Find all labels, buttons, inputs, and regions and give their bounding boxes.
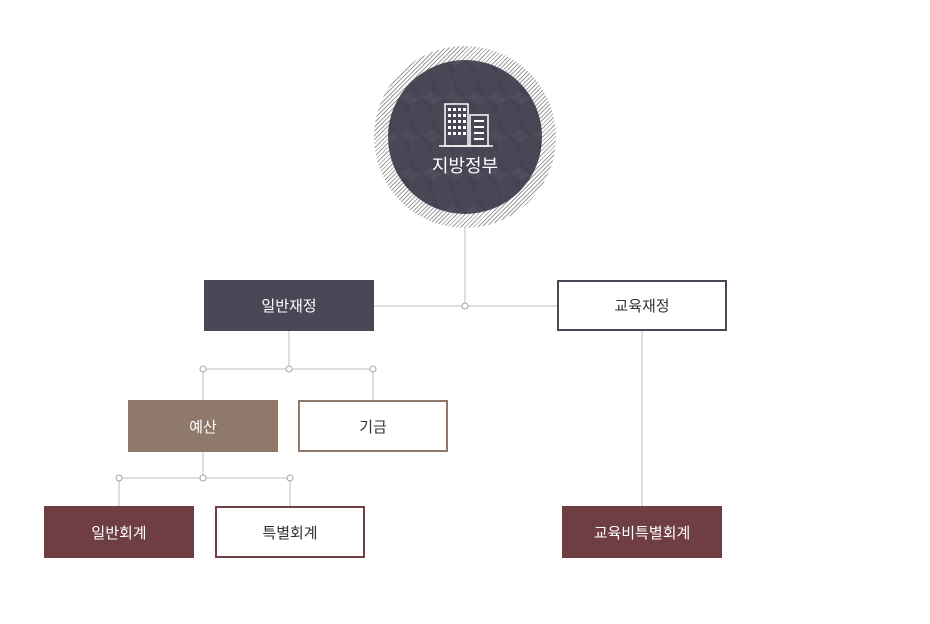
junction-dot	[199, 365, 207, 373]
node-fund[interactable]: 기금	[298, 400, 448, 452]
node-general-finance[interactable]: 일반재정	[204, 280, 374, 331]
node-education-special-account[interactable]: 교육비특별회계	[562, 506, 722, 558]
node-budget[interactable]: 예산	[128, 400, 278, 452]
node-general-account[interactable]: 일반회계	[44, 506, 194, 558]
office-building-icon	[439, 103, 493, 147]
junction-dot	[369, 365, 377, 373]
junction-dot	[286, 474, 294, 482]
root-node-circle	[388, 60, 542, 214]
root-node-label: 지방정부	[431, 156, 499, 177]
junction-dot	[199, 474, 207, 482]
junction-dot	[461, 302, 469, 310]
node-special-account[interactable]: 특별회계	[215, 506, 365, 558]
junction-dot	[285, 365, 293, 373]
junction-dot	[115, 474, 123, 482]
node-education-finance[interactable]: 교육재정	[557, 280, 727, 331]
